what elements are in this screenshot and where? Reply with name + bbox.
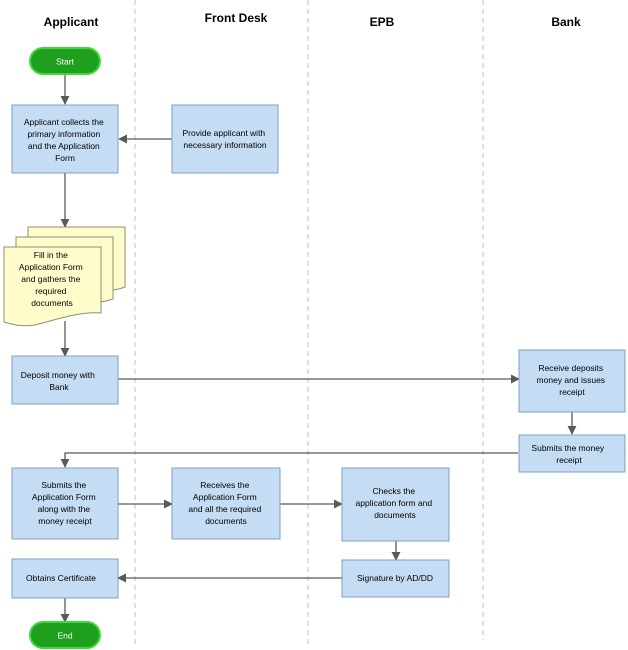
process-receive-deposits: Receive deposits money and issues receip… bbox=[518, 349, 626, 413]
process-obtains: Obtains Certificate bbox=[11, 558, 119, 599]
process-submits-receipt: Submits the money receipt bbox=[518, 434, 626, 473]
process-submits-form: Submits the Application Form along with … bbox=[11, 467, 119, 540]
connectors bbox=[60, 74, 577, 623]
document-fill: Fill in the Application Form and gathers… bbox=[3, 226, 126, 327]
connector-receipt-submitform bbox=[60, 452, 518, 468]
process-signature-text: Signature by AD/DD bbox=[357, 573, 433, 583]
process-provide: Provide applicant with necessary informa… bbox=[171, 104, 279, 174]
process-submits-form-text: Submits the Application Form along with … bbox=[32, 480, 98, 526]
document-fill-text: Fill in the Application Form and gathers… bbox=[19, 250, 85, 308]
process-checks-text: Checks the application form and document… bbox=[356, 486, 435, 520]
end-label: End bbox=[57, 631, 72, 641]
process-submits-receipt-text: Submits the money receipt bbox=[531, 443, 606, 465]
end-terminal: End bbox=[29, 621, 101, 649]
lane-dividers bbox=[134, 0, 484, 645]
process-receives-form: Receives the Application Form and all th… bbox=[171, 467, 281, 540]
lane-titles: Applicant Front Desk EPB Bank bbox=[44, 11, 581, 29]
lane-title-front-desk: Front Desk bbox=[205, 11, 268, 25]
lane-title-epb: EPB bbox=[370, 15, 395, 29]
process-checks: Checks the application form and document… bbox=[341, 467, 450, 542]
start-label: Start bbox=[56, 57, 75, 67]
process-obtains-text: Obtains Certificate bbox=[26, 573, 96, 583]
lane-title-bank: Bank bbox=[551, 15, 581, 29]
process-receives-form-text: Receives the Application Form and all th… bbox=[188, 480, 263, 526]
process-collect: Applicant collects the primary informati… bbox=[11, 104, 119, 174]
process-collect-text: Applicant collects the primary informati… bbox=[24, 117, 106, 163]
process-provide-text: Provide applicant with necessary informa… bbox=[182, 128, 267, 150]
process-deposit-text: Deposit money with Bank bbox=[21, 370, 98, 392]
lane-title-applicant: Applicant bbox=[44, 15, 99, 29]
process-signature: Signature by AD/DD bbox=[341, 559, 450, 598]
process-receive-deposits-text: Receive deposits money and issues receip… bbox=[537, 363, 608, 397]
process-deposit: Deposit money with Bank bbox=[11, 355, 119, 405]
start-terminal: Start bbox=[29, 47, 101, 75]
